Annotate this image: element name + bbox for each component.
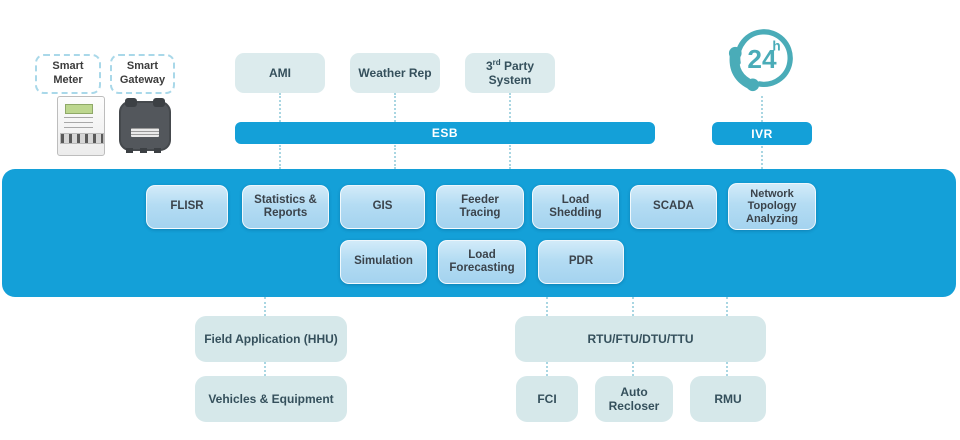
- fci-box: FCI: [516, 376, 578, 422]
- connector-hhu-vehicles: [264, 362, 266, 376]
- connector-esb-band: [509, 145, 511, 169]
- smart-gateway-label-box: Smart Gateway: [110, 54, 175, 94]
- svg-text:24: 24: [747, 44, 777, 74]
- connector-band-rtu: [546, 297, 548, 316]
- connector-esb-band: [394, 145, 396, 169]
- smart-gateway-device-icon: [119, 98, 171, 153]
- connector-rtu-rmu: [726, 362, 728, 376]
- connector-band-rtu: [632, 297, 634, 316]
- field-application-hhu-box: Field Application (HHU): [195, 316, 347, 362]
- smart-meter-device-icon: [57, 96, 105, 156]
- load-forecasting-box: Load Forecasting: [438, 240, 526, 284]
- third-party-system-box: 3rd Party System: [465, 53, 555, 93]
- ami-box: AMI: [235, 53, 325, 93]
- gateway-knob: [125, 98, 137, 107]
- rmu-box: RMU: [690, 376, 766, 422]
- connector-ivr-band: [761, 146, 763, 169]
- connector-band-hhu: [264, 297, 266, 316]
- scada-box: SCADA: [630, 185, 717, 229]
- hotline-24h-phone-icon: 24 h: [728, 29, 793, 92]
- gateway-ports: [125, 148, 165, 153]
- dms-platform-band: FLISR Statistics & Reports GIS Feeder Tr…: [2, 169, 956, 297]
- ivr-bar: IVR: [712, 122, 812, 145]
- load-shedding-box: Load Shedding: [532, 185, 619, 229]
- meter-text-lines: [64, 116, 93, 129]
- connector-band-rtu: [726, 297, 728, 316]
- third-party-line2: System: [488, 73, 532, 87]
- connector-ami-esb: [279, 93, 281, 122]
- gateway-knob: [153, 98, 165, 107]
- meter-terminal-strip: [60, 132, 104, 144]
- connector-esb-band: [279, 145, 281, 169]
- third-party-line1: 3rd Party: [485, 57, 535, 73]
- vehicles-equipment-box: Vehicles & Equipment: [195, 376, 347, 422]
- gis-box: GIS: [340, 185, 425, 229]
- network-topology-analyzing-box: Network Topology Analyzing: [728, 183, 816, 230]
- connector-weather-esb: [394, 93, 396, 122]
- smart-meter-label-box: Smart Meter: [35, 54, 101, 94]
- rtu-ftu-dtu-ttu-box: RTU/FTU/DTU/TTU: [515, 316, 766, 362]
- flisr-box: FLISR: [146, 185, 228, 229]
- statistics-reports-box: Statistics & Reports: [242, 185, 329, 229]
- connector-thirdparty-esb: [509, 93, 511, 122]
- esb-bus-bar: ESB: [235, 122, 655, 144]
- connector-hotline-ivr: [761, 96, 763, 122]
- feeder-tracing-box: Feeder Tracing: [436, 185, 524, 229]
- meter-lcd-screen: [64, 103, 93, 115]
- connector-rtu-autorecloser: [632, 362, 634, 376]
- simulation-box: Simulation: [340, 240, 427, 284]
- weather-report-box: Weather Rep: [350, 53, 440, 93]
- gateway-label-sticker: [130, 128, 160, 138]
- svg-text:h: h: [772, 38, 780, 53]
- pdr-box: PDR: [538, 240, 624, 284]
- connector-rtu-fci: [546, 362, 548, 376]
- auto-recloser-box: Auto Recloser: [595, 376, 673, 422]
